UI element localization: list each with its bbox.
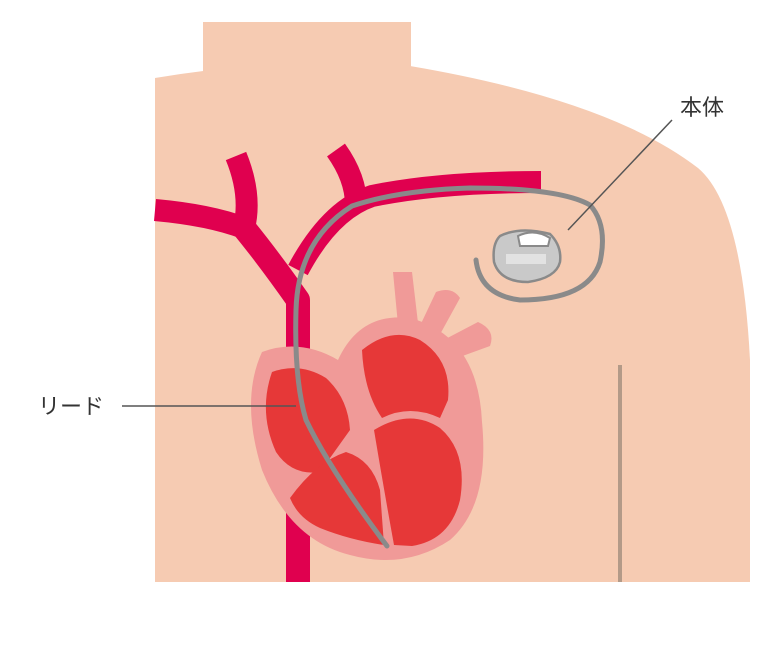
device-label: 本体	[680, 96, 724, 121]
jugular-vein	[326, 143, 367, 206]
heart-icon	[251, 272, 492, 560]
device-header	[516, 231, 552, 247]
callout-lead: リード	[38, 395, 296, 420]
left-ventricle	[374, 418, 462, 546]
left-atrium	[362, 334, 449, 418]
pacemaker-system	[293, 185, 605, 549]
left-branch	[154, 151, 258, 239]
device-leader-line	[567, 119, 673, 231]
callout-device: 本体	[567, 96, 724, 231]
right-ventricle	[290, 452, 384, 545]
device-label-plate	[506, 254, 546, 264]
pacemaker-icon	[492, 229, 562, 284]
lead-label: リード	[38, 395, 104, 420]
lead-wire	[293, 185, 605, 549]
sternum-line	[618, 365, 622, 582]
